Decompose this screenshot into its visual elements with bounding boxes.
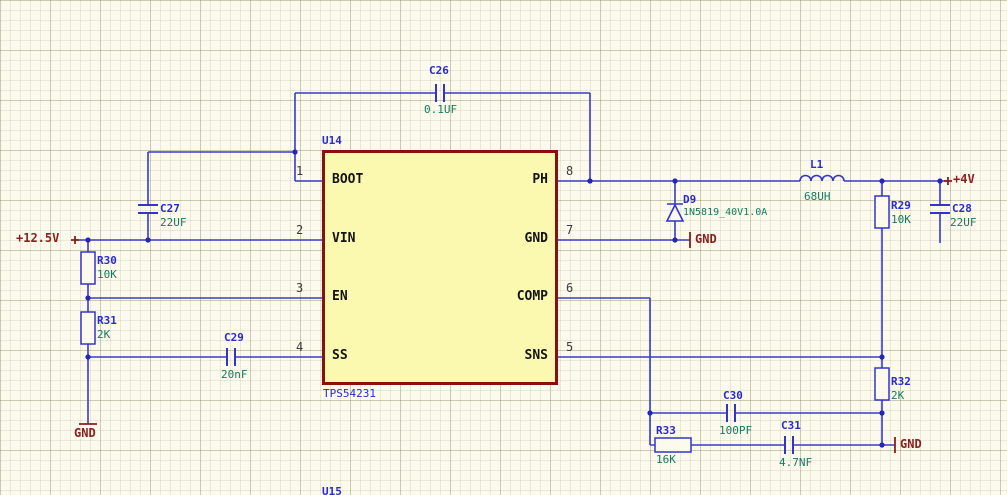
pin-name-gnd: GND xyxy=(524,231,548,246)
label-C26-designator[interactable]: C26 xyxy=(429,64,449,77)
inductor-L1-symbol[interactable] xyxy=(799,174,845,182)
label-R33-value[interactable]: 16K xyxy=(656,453,676,466)
label-C27-designator[interactable]: C27 xyxy=(160,202,180,215)
capacitor-C29-symbol[interactable] xyxy=(226,348,236,366)
ic-U14-body[interactable] xyxy=(322,150,558,385)
label-C29-value[interactable]: 20nF xyxy=(221,368,248,381)
label-R32-designator[interactable]: R32 xyxy=(891,375,911,388)
label-C30-value[interactable]: 100PF xyxy=(719,424,753,437)
plus4v-cross-icon xyxy=(944,177,952,185)
junction-dots xyxy=(85,149,943,448)
pin-name-ss: SS xyxy=(332,348,348,363)
label-L1-value[interactable]: 68UH xyxy=(804,190,831,203)
label-D9-value[interactable]: 1N5819_40V1.0A xyxy=(683,207,768,218)
capacitor-C27-symbol[interactable] xyxy=(138,204,158,214)
pin-name-comp: COMP xyxy=(516,289,548,304)
net-label-gnd-left[interactable]: GND xyxy=(74,426,96,440)
resistor-R33-symbol[interactable] xyxy=(654,437,692,453)
label-R33-designator[interactable]: R33 xyxy=(656,424,676,437)
pin-number-1: 1 xyxy=(296,164,304,178)
net-label-gnd-right[interactable]: GND xyxy=(900,437,922,451)
label-C26-value[interactable]: 0.1UF xyxy=(424,103,458,116)
label-R30-designator[interactable]: R30 xyxy=(97,254,117,267)
pin-name-sns: SNS xyxy=(524,348,548,363)
resistor-R29-symbol[interactable] xyxy=(874,195,890,229)
pin-name-vin: VIN xyxy=(332,231,356,246)
plus12v-cross-icon xyxy=(71,236,79,244)
pin-number-7: 7 xyxy=(566,223,574,237)
label-R29-value[interactable]: 10K xyxy=(891,213,911,226)
component-symbols xyxy=(80,84,950,454)
label-R29-designator[interactable]: R29 xyxy=(891,199,911,212)
label-R31-designator[interactable]: R31 xyxy=(97,314,117,327)
capacitor-C30-symbol[interactable] xyxy=(726,404,736,422)
label-C28-designator[interactable]: C28 xyxy=(952,202,972,215)
label-C31-value[interactable]: 4.7NF xyxy=(779,456,813,469)
pin-number-3: 3 xyxy=(296,281,304,295)
capacitor-C28-symbol[interactable] xyxy=(930,204,950,214)
pin-name-boot: BOOT xyxy=(332,172,364,187)
net-label-plus4v[interactable]: +4V xyxy=(953,172,975,186)
label-R32-value[interactable]: 2K xyxy=(891,389,905,402)
pin-name-ph: PH xyxy=(532,172,548,187)
wire-segments[interactable] xyxy=(75,92,948,446)
resistor-R31-symbol[interactable] xyxy=(80,311,96,345)
label-U14-part[interactable]: TPS54231 xyxy=(323,387,376,400)
label-C28-value[interactable]: 22UF xyxy=(950,216,977,229)
label-D9-designator[interactable]: D9 xyxy=(683,193,697,206)
net-label-plus12v[interactable]: +12.5V xyxy=(16,231,60,245)
label-C29-designator[interactable]: C29 xyxy=(224,331,244,344)
label-C30-designator[interactable]: C30 xyxy=(723,389,743,402)
pin-name-en: EN xyxy=(332,289,348,304)
label-R31-value[interactable]: 2K xyxy=(97,328,111,341)
pin-number-5: 5 xyxy=(566,340,574,354)
resistor-R30-symbol[interactable] xyxy=(80,251,96,285)
resistor-R32-symbol[interactable] xyxy=(874,367,890,401)
label-C31-designator[interactable]: C31 xyxy=(781,419,801,432)
label-U14-designator[interactable]: U14 xyxy=(322,134,342,147)
capacitor-C26-symbol[interactable] xyxy=(435,84,445,102)
label-U15-designator-partial[interactable]: U15 xyxy=(322,485,342,495)
diode-D9-symbol[interactable] xyxy=(665,203,685,222)
net-label-gnd-mid[interactable]: GND xyxy=(695,232,717,246)
pin-number-6: 6 xyxy=(566,281,574,295)
label-L1-designator[interactable]: L1 xyxy=(810,158,824,171)
pin-number-2: 2 xyxy=(296,223,304,237)
pin-number-4: 4 xyxy=(296,340,304,354)
power-port-symbols[interactable] xyxy=(71,177,952,453)
pin-number-8: 8 xyxy=(566,164,574,178)
label-C27-value[interactable]: 22UF xyxy=(160,216,187,229)
capacitor-C31-symbol[interactable] xyxy=(784,436,794,454)
label-R30-value[interactable]: 10K xyxy=(97,268,117,281)
